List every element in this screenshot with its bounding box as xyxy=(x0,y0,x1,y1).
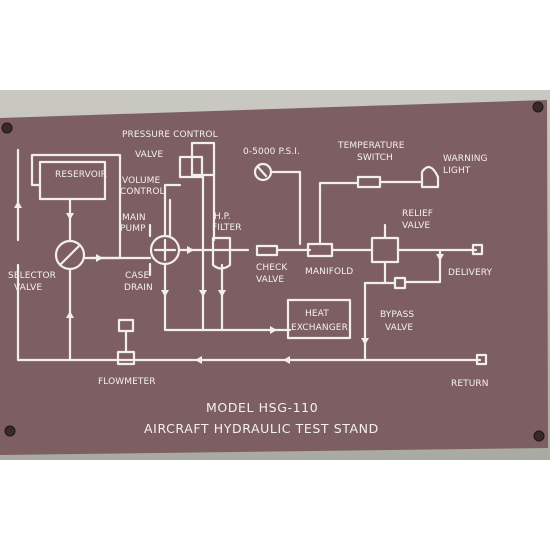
reservoir-label: RESERVOIR xyxy=(55,170,107,180)
exchanger-label: EXCHANGER xyxy=(291,323,348,333)
light-label: LIGHT xyxy=(443,166,471,176)
return-label: RETURN xyxy=(451,379,489,389)
pump-label: PUMP xyxy=(120,224,146,234)
filter-label: FILTER xyxy=(212,223,242,233)
plate-title: AIRCRAFT HYDRAULIC TEST STAND xyxy=(144,421,379,436)
schematic-lines xyxy=(14,141,488,366)
check-valve-label: VALVE xyxy=(256,275,284,285)
main-label: MAIN xyxy=(122,213,146,223)
drain-label: DRAIN xyxy=(124,283,153,293)
flowmeter-body xyxy=(116,350,136,366)
gauge-label: 0-5000 P.S.I. xyxy=(243,147,300,157)
reservoir-box xyxy=(38,160,107,201)
selector-label: SELECTOR xyxy=(8,271,56,281)
screw-bottom-left xyxy=(4,425,16,437)
manifold-label: MANIFOLD xyxy=(305,267,353,277)
case-label: CASE xyxy=(125,271,149,281)
relief-valve-symbol xyxy=(370,236,400,264)
flowmeter-label: FLOWMETER xyxy=(98,377,156,387)
heat-label: HEAT xyxy=(305,309,329,319)
screw-top-left xyxy=(1,122,13,134)
hp-label: H.P. xyxy=(214,212,231,222)
screw-bottom-right xyxy=(533,430,545,442)
bypass-label: BYPASS xyxy=(380,310,414,320)
warning-label: WARNING xyxy=(443,154,488,164)
selector-valve-label: VALVE xyxy=(14,283,42,293)
switch-label: SWITCH xyxy=(357,153,393,163)
pressure-control-label: PRESSURE CONTROL xyxy=(122,130,218,140)
heat-exchanger-box xyxy=(286,298,352,340)
metal-plate xyxy=(0,100,548,455)
screw-top-right xyxy=(532,101,544,113)
delivery-label: DELIVERY xyxy=(448,268,493,278)
pressure-control-valve-label: VALVE xyxy=(135,150,163,160)
volume-label: VOLUME xyxy=(122,176,161,186)
control-label: CONTROL xyxy=(120,187,165,197)
bypass-valve-label: VALVE xyxy=(385,323,413,333)
check-label: CHECK xyxy=(256,263,288,273)
temperature-label: TEMPERATURE xyxy=(337,141,405,151)
model-title: MODEL HSG-110 xyxy=(206,400,318,415)
relief-label: RELIEF xyxy=(402,209,433,219)
warning-light-symbol xyxy=(420,165,440,189)
relief-valve-label: VALVE xyxy=(402,221,430,231)
